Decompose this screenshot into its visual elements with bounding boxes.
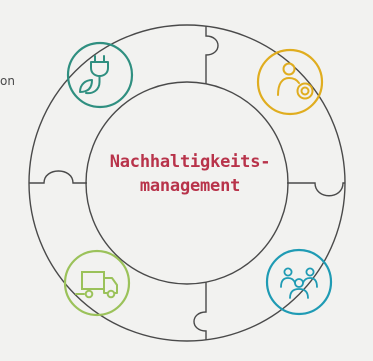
puzzle-connector-right xyxy=(287,182,345,197)
center-title: Nachhaltigkeits- management xyxy=(95,150,285,198)
logistics-truck-icon xyxy=(63,249,131,317)
social-person-circle-icon xyxy=(256,48,324,116)
puzzle-connector-top xyxy=(205,26,219,84)
puzzle-connector-bottom xyxy=(193,282,207,340)
center-title-line1: Nachhaltigkeits- xyxy=(109,152,271,172)
energy-plug-leaf-icon xyxy=(66,41,134,109)
cropped-side-text: on xyxy=(0,74,15,88)
puzzle-connector-left xyxy=(29,170,87,184)
center-title-line2: management xyxy=(139,176,241,196)
team-people-group-icon xyxy=(265,248,333,316)
